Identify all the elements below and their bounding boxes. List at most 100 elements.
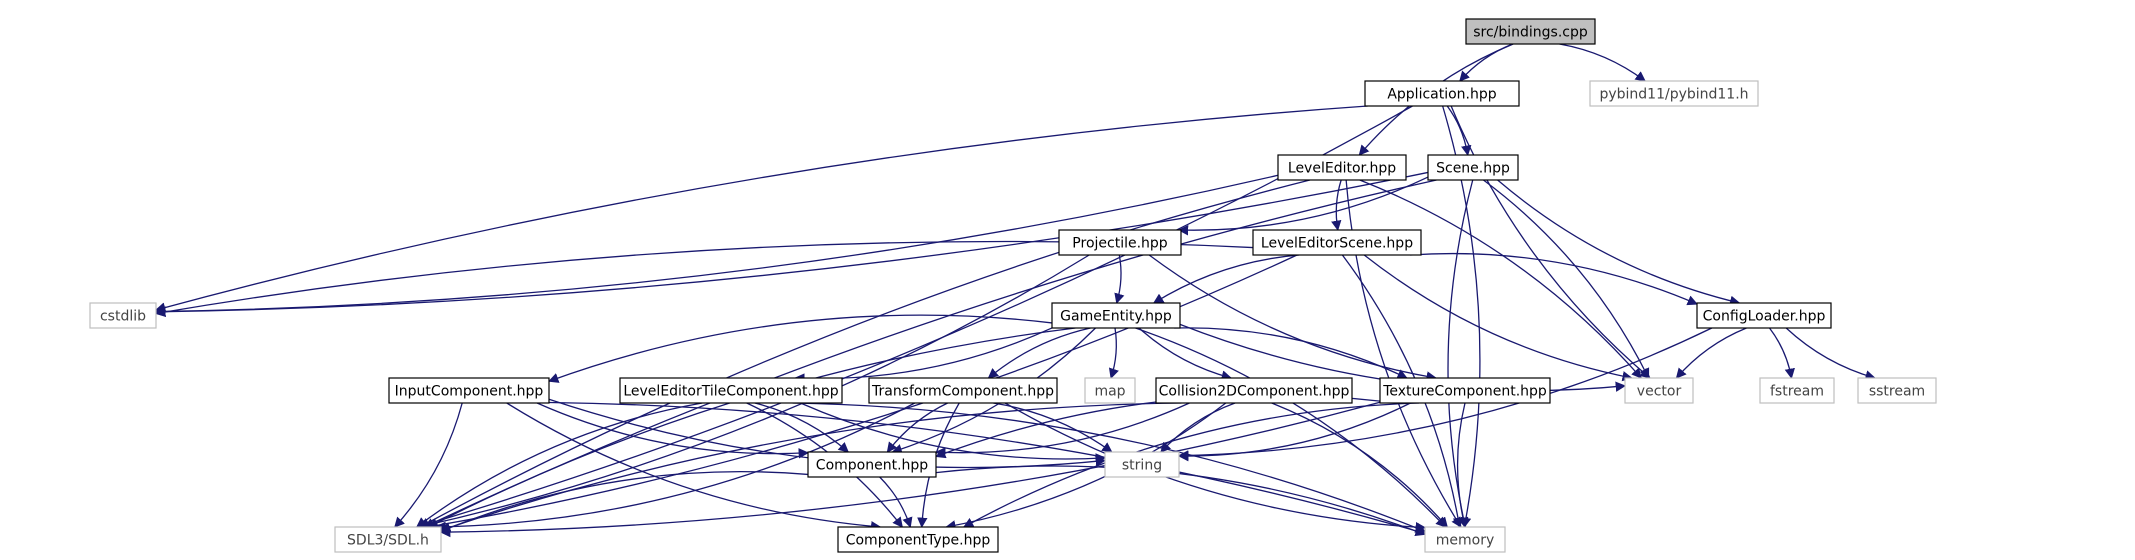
node-leveleditor[interactable]: LevelEditor.hpp [1277,154,1407,181]
node-label-leveleditor: LevelEditor.hpp [1288,161,1396,177]
node-label-fstream: fstream [1770,384,1824,400]
edge-projectile-to-sdl [417,254,1090,531]
node-box-component [807,451,937,478]
edge-application-to-scene [1446,105,1472,157]
edge-transform-to-sdl [435,402,916,533]
node-label-string: string [1122,458,1162,474]
node-label-inputcomponent: InputComponent.hpp [395,384,544,400]
edge-transform-to-component [886,402,948,453]
edge-gameentity-to-sdl [427,327,1076,528]
edge-leveleditor-to-leveleditorscene [1331,179,1342,232]
node-box-collision [1155,377,1353,404]
edge-configloader-to-string [1177,327,1713,461]
edge-collision-to-componenttype [945,402,1227,531]
node-label-component: Component.hpp [816,458,928,474]
edge-projectile-to-gameentity [1114,254,1125,304]
node-cstdlib: cstdlib [89,302,157,329]
node-box-root [1465,18,1596,45]
edge-projectile-to-texture [1148,254,1437,382]
node-gameentity[interactable]: GameEntity.hpp [1051,302,1181,329]
edge-component-to-componenttype [879,476,913,528]
node-root[interactable]: src/bindings.cpp [1465,18,1596,45]
node-label-configloader: ConfigLoader.hpp [1703,309,1826,325]
edge-leveleditorscene-to-vector [1363,254,1633,382]
edge-inputcomponent-to-memory [548,401,1426,536]
edge-component-to-sdl [440,471,809,533]
node-transform[interactable]: TransformComponent.hpp [868,377,1058,404]
node-label-leveleditortile: LevelEditorTileComponent.hpp [623,384,838,400]
edge-gameentity-to-collision [1138,327,1233,381]
edge-collision-to-string [1160,402,1236,453]
node-leveleditortile[interactable]: LevelEditorTileComponent.hpp [619,377,843,404]
edge-configloader-to-vector [1675,327,1747,379]
node-label-texture: TextureComponent.hpp [1382,384,1547,400]
edge-configloader-to-fstream [1768,327,1795,380]
edge-leveleditortile-to-memory [792,402,1426,533]
edge-component-to-memory [935,465,1426,536]
node-box-componenttype [837,526,999,553]
node-box-gameentity [1051,302,1181,329]
node-pybind: pybind11/pybind11.h [1589,80,1759,107]
edge-scene-to-vector [1483,179,1650,379]
edge-gameentity-to-map [1108,327,1119,379]
node-box-configloader [1696,302,1832,329]
node-box-transform [868,377,1058,404]
edge-scene-to-cstdlib [154,171,1429,317]
node-fstream: fstream [1759,377,1835,404]
node-label-cstdlib: cstdlib [100,309,146,325]
node-box-leveleditortile [619,377,843,404]
edge-texture-to-sdl [439,401,1381,538]
edge-scene-to-projectile [1177,176,1429,236]
node-label-pybind: pybind11/pybind11.h [1599,87,1748,103]
node-label-application: Application.hpp [1387,87,1496,103]
node-inputcomponent[interactable]: InputComponent.hpp [388,377,550,404]
node-box-map [1084,377,1136,404]
edge-leveleditor-to-sdl [419,179,1311,528]
edge-leveleditor-to-vector [1359,179,1642,379]
node-box-pybind [1589,80,1759,107]
node-leveleditorscene[interactable]: LevelEditorScene.hpp [1252,229,1422,256]
edge-leveleditortile-to-sdl [415,402,703,528]
edge-application-to-cstdlib [154,105,1368,313]
node-label-memory: memory [1436,533,1495,549]
edge-collision-to-memory [1271,402,1448,528]
node-box-projectile [1058,229,1182,256]
node-label-projectile: Projectile.hpp [1072,236,1168,252]
node-box-string [1104,451,1180,478]
node-label-leveleditorscene: LevelEditorScene.hpp [1261,236,1413,252]
edge-layer [154,43,1876,538]
node-label-transform: TransformComponent.hpp [871,384,1054,400]
node-configloader[interactable]: ConfigLoader.hpp [1696,302,1832,329]
node-label-map: map [1094,384,1125,400]
node-box-texture [1379,377,1551,404]
edge-leveleditortile-to-string [800,402,1107,464]
node-box-sdl [334,526,442,553]
node-application[interactable]: Application.hpp [1364,80,1520,107]
node-box-sstream [1857,377,1937,404]
edge-configloader-to-sstream [1785,327,1876,381]
node-label-sstream: sstream [1869,384,1925,400]
edge-transform-to-memory [1004,402,1427,533]
node-projectile[interactable]: Projectile.hpp [1058,229,1182,256]
node-component[interactable]: Component.hpp [807,451,937,478]
node-texture[interactable]: TextureComponent.hpp [1379,377,1551,404]
node-componenttype[interactable]: ComponentType.hpp [837,526,999,553]
node-collision[interactable]: Collision2DComponent.hpp [1155,377,1353,404]
node-box-leveleditor [1277,154,1407,181]
edge-leveleditortile-to-component [754,402,849,453]
node-string: string [1104,451,1180,478]
node-label-sdl: SDL3/SDL.h [347,533,429,549]
node-vector: vector [1624,377,1694,404]
edge-leveleditorscene-to-gameentity [1152,254,1300,304]
node-scene[interactable]: Scene.hpp [1427,154,1519,181]
edge-leveleditorscene-to-configloader [1410,252,1698,306]
node-sstream: sstream [1857,377,1937,404]
node-memory: memory [1424,526,1506,553]
edge-texture-to-componenttype [962,402,1420,528]
edge-scene-to-memory [1447,179,1474,529]
node-map: map [1084,377,1136,404]
edge-inputcomponent-to-sdl [394,402,463,528]
